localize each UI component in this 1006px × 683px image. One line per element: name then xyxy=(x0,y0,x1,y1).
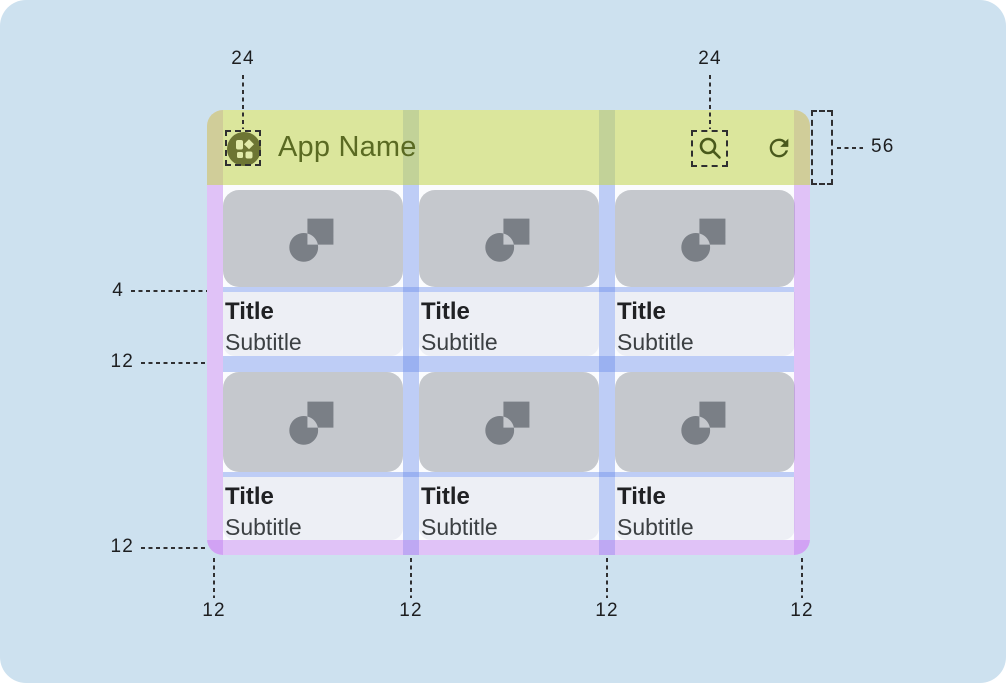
app-title: App Name xyxy=(278,131,417,163)
dimension-target-box-search xyxy=(691,130,728,167)
card-image-placeholder xyxy=(615,372,795,472)
image-placeholder-icon xyxy=(289,401,334,445)
app-mockup: Title Subtitle Title Subtitle Title Subt… xyxy=(207,110,810,555)
card[interactable]: Title Subtitle xyxy=(615,372,795,540)
left-margin-highlight xyxy=(207,110,223,555)
card-text: Title Subtitle xyxy=(223,292,403,356)
card-image-placeholder xyxy=(419,190,599,287)
card-title: Title xyxy=(617,298,666,325)
dimension-leader-line xyxy=(213,558,215,598)
dimension-target-box-appbar xyxy=(811,110,833,185)
card-text: Title Subtitle xyxy=(615,477,795,540)
row-gap-highlight xyxy=(223,356,794,372)
image-text-gap-highlight xyxy=(223,472,794,477)
image-placeholder-icon xyxy=(485,218,530,262)
dimension-leader-line xyxy=(801,558,803,598)
refresh-icon[interactable] xyxy=(765,134,793,167)
app-launcher-icon[interactable] xyxy=(227,132,261,166)
dimension-label-search-24: 24 xyxy=(698,48,722,69)
dimension-leader-line xyxy=(606,558,608,598)
dimension-label-bottommargin-12: 12 xyxy=(110,536,134,557)
image-text-gap-highlight xyxy=(223,287,794,292)
image-placeholder-icon xyxy=(681,401,726,445)
card-subtitle: Subtitle xyxy=(421,513,498,540)
card-text: Title Subtitle xyxy=(419,292,599,356)
dimension-leader-line xyxy=(410,558,412,598)
dimension-leader-line xyxy=(837,147,863,149)
dimension-leader-line xyxy=(131,290,207,292)
card-title: Title xyxy=(617,483,666,510)
dimension-target-box-appicon xyxy=(225,130,261,166)
dimension-leader-line xyxy=(141,547,207,549)
card[interactable]: Title Subtitle xyxy=(615,190,795,356)
card-subtitle: Subtitle xyxy=(421,328,498,355)
card-text: Title Subtitle xyxy=(223,477,403,540)
dimension-label-gap-4: 4 xyxy=(112,280,124,301)
card-subtitle: Subtitle xyxy=(225,328,302,355)
dimension-label-appicon-24: 24 xyxy=(231,48,255,69)
dimension-label-appbar-56: 56 xyxy=(871,136,895,157)
card-subtitle: Subtitle xyxy=(225,513,302,540)
card[interactable]: Title Subtitle xyxy=(419,372,599,540)
card-title: Title xyxy=(421,298,470,325)
card-image-placeholder xyxy=(223,372,403,472)
card[interactable]: Title Subtitle xyxy=(223,190,403,356)
card-image-placeholder xyxy=(419,372,599,472)
gutter-highlight xyxy=(599,110,615,555)
dimension-label-gutter2-12: 12 xyxy=(595,600,619,621)
card-title: Title xyxy=(421,483,470,510)
card-subtitle: Subtitle xyxy=(617,513,694,540)
search-icon[interactable] xyxy=(696,134,724,167)
image-placeholder-icon xyxy=(289,218,334,262)
card[interactable]: Title Subtitle xyxy=(419,190,599,356)
dimension-leader-line xyxy=(242,75,244,129)
card-image-placeholder xyxy=(615,190,795,287)
right-margin-highlight xyxy=(794,110,810,555)
dimension-leader-line xyxy=(709,75,711,129)
gutter-highlight xyxy=(403,110,419,555)
image-placeholder-icon xyxy=(485,401,530,445)
card-text: Title Subtitle xyxy=(419,477,599,540)
dimension-leader-line xyxy=(141,362,207,364)
card[interactable]: Title Subtitle xyxy=(223,372,403,540)
card-title: Title xyxy=(225,483,274,510)
card-title: Title xyxy=(225,298,274,325)
bottom-margin-highlight xyxy=(207,540,810,555)
dimension-label-leftmargin-12: 12 xyxy=(202,600,226,621)
image-placeholder-icon xyxy=(681,218,726,262)
card-image-placeholder xyxy=(223,190,403,287)
dimension-label-rowgap-12: 12 xyxy=(110,351,134,372)
card-text: Title Subtitle xyxy=(615,292,795,356)
card-subtitle: Subtitle xyxy=(617,328,694,355)
dimension-label-gutter1-12: 12 xyxy=(399,600,423,621)
dimension-label-rightmargin-12: 12 xyxy=(790,600,814,621)
